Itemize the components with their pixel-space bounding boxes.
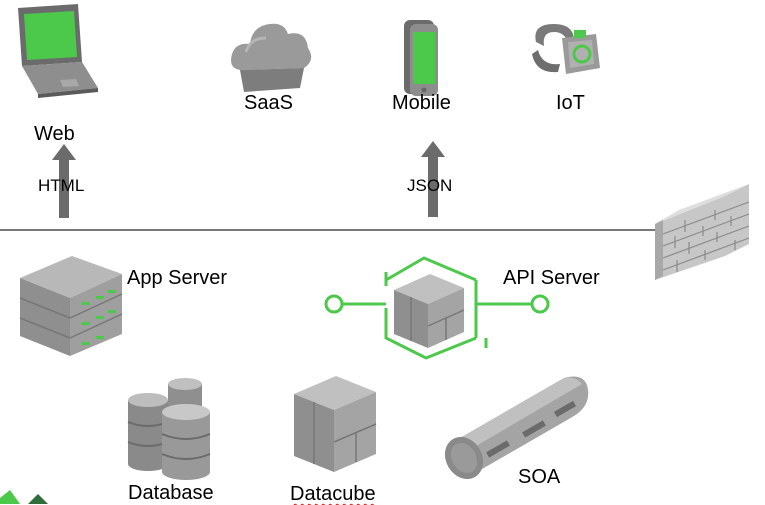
soa-label: SOA — [518, 466, 561, 488]
json-up-arrow-icon — [421, 141, 445, 217]
saas-label: SaaS — [244, 92, 293, 114]
datacube-label: Datacube — [290, 483, 376, 505]
app-server-icon — [19, 256, 123, 356]
api-server-label: API Server — [503, 267, 600, 289]
html-protocol-label: HTML — [38, 176, 85, 195]
database-icon — [127, 378, 211, 480]
corner-green-shape — [0, 490, 48, 504]
html-up-arrow-icon — [52, 144, 76, 218]
web-label: Web — [34, 123, 75, 145]
datacube-icon — [294, 376, 377, 472]
mobile-phone-icon — [404, 20, 438, 96]
cloud-icon — [231, 23, 312, 92]
network-boundary-line — [0, 229, 680, 231]
laptop-icon — [18, 4, 98, 98]
app-server-label: App Server — [127, 267, 228, 289]
database-label: Database — [128, 482, 214, 504]
api-server-icon — [324, 256, 550, 360]
soa-pipe-icon — [444, 376, 589, 480]
json-protocol-label: JSON — [407, 176, 453, 195]
mobile-label: Mobile — [392, 92, 451, 114]
firewall-icon — [655, 184, 750, 280]
smartwatch-icon — [532, 24, 600, 74]
iot-label: IoT — [556, 92, 585, 114]
